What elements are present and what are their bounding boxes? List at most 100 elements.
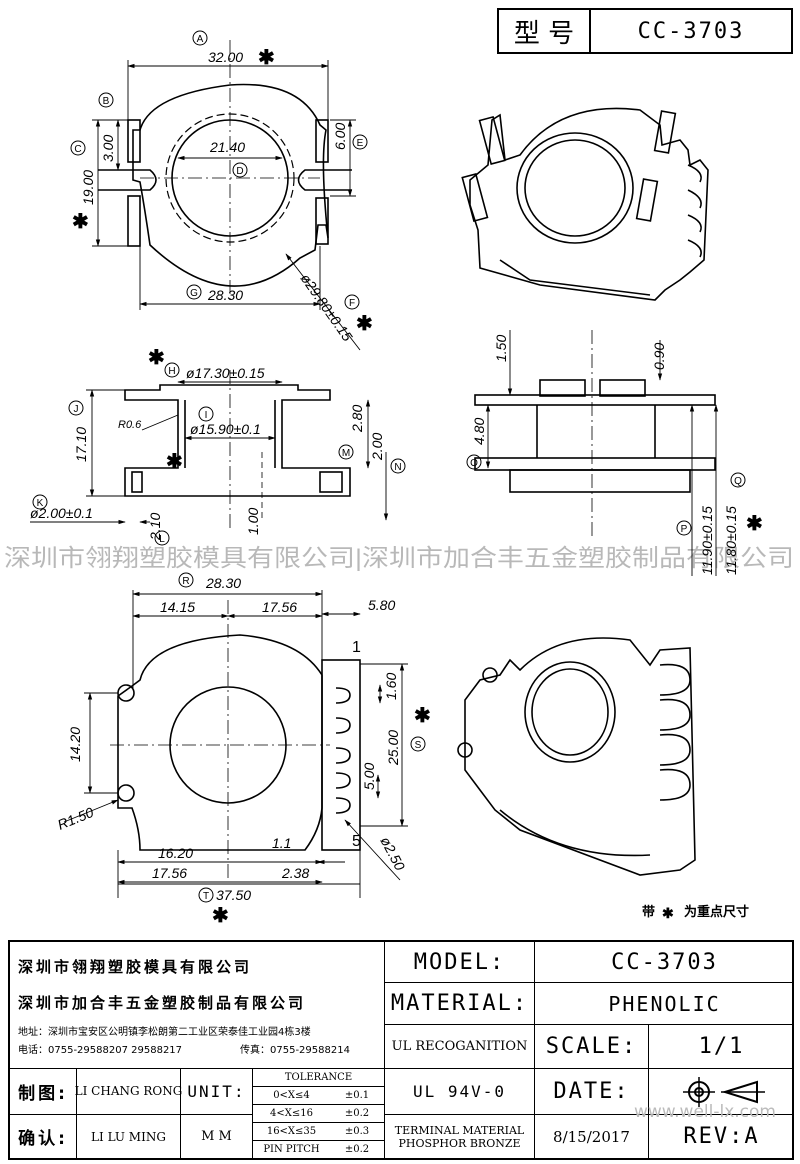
ul-value: UL 94V-0 xyxy=(384,1068,534,1114)
circle-letter-a: A xyxy=(197,34,204,45)
dim-r1-50: R1.50 xyxy=(55,804,96,833)
unit-label: UNIT: xyxy=(180,1068,252,1114)
pin-5-label: 5 xyxy=(352,833,361,850)
front-view xyxy=(474,330,716,540)
terminal-label-1: TERMINAL MATERIAL xyxy=(394,1123,525,1137)
dim-17-56a: 17.56 xyxy=(262,599,297,615)
date-label: DATE: xyxy=(534,1068,648,1114)
material-label: MATERIAL: xyxy=(384,982,534,1024)
dim-25-00: 25.00 xyxy=(385,730,401,766)
check-name: LI LU MING xyxy=(76,1114,180,1158)
tolerance-range-0: 0<X≤4 xyxy=(252,1086,330,1104)
asterisk-icon: ✱ xyxy=(746,513,763,535)
dim-2-10: 2.10 xyxy=(147,513,163,541)
isometric-view-top xyxy=(461,107,709,301)
projection-symbol xyxy=(648,1068,794,1114)
header-model-box: 型 号 CC-3703 xyxy=(497,8,793,54)
engineering-drawing: 32.00 3.00 19.00 21.40 6.00 28.30 ø29.80… xyxy=(4,30,794,927)
dim-2-dia: ø2.00±0.1 xyxy=(30,505,93,521)
dim-1-50: 1.50 xyxy=(493,335,509,362)
dim-17-56b: 17.56 xyxy=(152,865,187,881)
tolerance-title: TOLERANCE xyxy=(252,1068,384,1086)
dim-5-80: 5.80 xyxy=(368,597,395,613)
unit-value: M M xyxy=(180,1114,252,1158)
website-watermark: www.well-lx.com xyxy=(634,1102,776,1122)
tolerance-value-0: ±0.1 xyxy=(330,1086,384,1104)
asterisk-icon: ✱ xyxy=(414,705,431,727)
dim-16-20: 16.20 xyxy=(158,845,193,861)
dim-1-00: 1.00 xyxy=(245,508,261,535)
circle-letter-g: G xyxy=(190,288,198,299)
circle-letter-n: N xyxy=(394,462,401,473)
isometric-view-bottom xyxy=(457,637,696,876)
asterisk-icon: ✱ xyxy=(212,905,229,927)
dim-6: 6.00 xyxy=(332,123,348,150)
dim-19: 19.00 xyxy=(80,170,96,205)
dim-2-50: ø2.50 xyxy=(377,834,408,873)
ul-label: UL RECOGANITION xyxy=(384,1024,534,1068)
circle-letter-f: F xyxy=(349,298,355,309)
key-dimension-marks: ✱ ✱ ✱ ✱ ✱ ✱ ✱ ✱ ✱ xyxy=(72,47,763,927)
circle-letter-b: B xyxy=(103,96,110,107)
dim-2-80: 2.80 xyxy=(349,405,365,433)
dim-14-15: 14.15 xyxy=(160,599,195,615)
dim-14-20: 14.20 xyxy=(67,727,83,762)
watermark-text: 深圳市翎翔塑胶模具有限公司|深圳市加合丰五金塑胶制品有限公司 xyxy=(4,545,794,572)
note-prefix: 带 xyxy=(642,904,655,919)
company-fax: 传真：0755-29588214 xyxy=(240,1044,350,1056)
circle-letter-h: H xyxy=(168,366,175,377)
asterisk-icon: ✱ xyxy=(356,313,373,335)
tolerance-value-2: ±0.3 xyxy=(330,1122,384,1140)
draw-label: 制图: xyxy=(18,1083,68,1104)
circle-letter-k: K xyxy=(37,498,44,509)
asterisk-icon: ✱ xyxy=(148,347,165,369)
company-address: 地址：深圳市宝安区公明镇李松朗第二工业区荣泰佳工业园4栋3楼 xyxy=(18,1026,311,1038)
bottom-view-dims xyxy=(63,590,408,898)
asterisk-icon: ✱ xyxy=(72,211,89,233)
date-value: 8/15/2017 xyxy=(534,1114,648,1158)
circle-letter-o: O xyxy=(470,458,478,469)
header-model-value: CC-3703 xyxy=(637,18,745,44)
dim-1-60: 1.60 xyxy=(383,673,399,700)
dim-11-80: 11.80±0.15 xyxy=(723,506,739,575)
dim-28-30a: 28.30 xyxy=(207,287,243,303)
dim-r06: R0.6 xyxy=(118,419,142,431)
dim-21-40: 21.40 xyxy=(209,139,245,155)
front-view-dims xyxy=(485,330,719,576)
top-view-dims xyxy=(92,60,361,351)
dim-2-38: 2.38 xyxy=(281,865,309,881)
dim-15-90: ø15.90±0.1 xyxy=(190,421,261,437)
circle-letter-q: Q xyxy=(734,476,742,487)
terminal-material: TERMINAL MATERIAL PHOSPHOR BRONZE xyxy=(384,1114,534,1158)
dim-3: 3.00 xyxy=(100,135,116,162)
tolerance-value-1: ±0.2 xyxy=(330,1104,384,1122)
company-name-1: 深圳市翎翔塑胶模具有限公司 xyxy=(18,957,253,976)
model-label: MODEL: xyxy=(384,942,534,982)
circle-letter-d: D xyxy=(236,166,243,177)
dim-37-50: 37.50 xyxy=(216,887,251,903)
asterisk-icon: ✱ xyxy=(166,451,183,473)
title-block: 深圳市翎翔塑胶模具有限公司 深圳市加合丰五金塑胶制品有限公司 地址：深圳市宝安区… xyxy=(8,940,794,1160)
check-label: 确认: xyxy=(10,1114,76,1158)
circle-letter-c: C xyxy=(74,144,81,155)
circle-letter-t: T xyxy=(203,891,209,902)
asterisk-icon: ✱ xyxy=(258,47,275,69)
terminal-label-2: PHOSPHOR BRONZE xyxy=(398,1136,521,1150)
draw-name: LI CHANG RONG xyxy=(75,1068,182,1114)
dim-17-30: ø17.30±0.15 xyxy=(186,365,265,381)
projection-icon xyxy=(682,1076,765,1107)
dim-2-00: 2.00 xyxy=(369,433,385,461)
company-name-2: 深圳市加合丰五金塑胶制品有限公司 xyxy=(18,993,307,1012)
dim-4-80: 4.80 xyxy=(471,418,487,445)
tolerance-range-2: 16<X≤35 xyxy=(252,1122,330,1140)
circle-letter-s: S xyxy=(415,740,422,751)
tolerance-range-1: 4<X≤16 xyxy=(252,1104,330,1122)
model-value: CC-3703 xyxy=(534,942,794,982)
scale-label: SCALE: xyxy=(534,1024,648,1068)
dim-11-90: 11.90±0.15 xyxy=(699,506,715,575)
pin-1-label: 1 xyxy=(352,639,361,656)
rev-label: REV:A xyxy=(648,1114,794,1158)
top-view xyxy=(98,40,352,300)
circle-letter-i: I xyxy=(205,410,208,421)
tolerance-range-3: PIN PITCH xyxy=(252,1140,330,1158)
